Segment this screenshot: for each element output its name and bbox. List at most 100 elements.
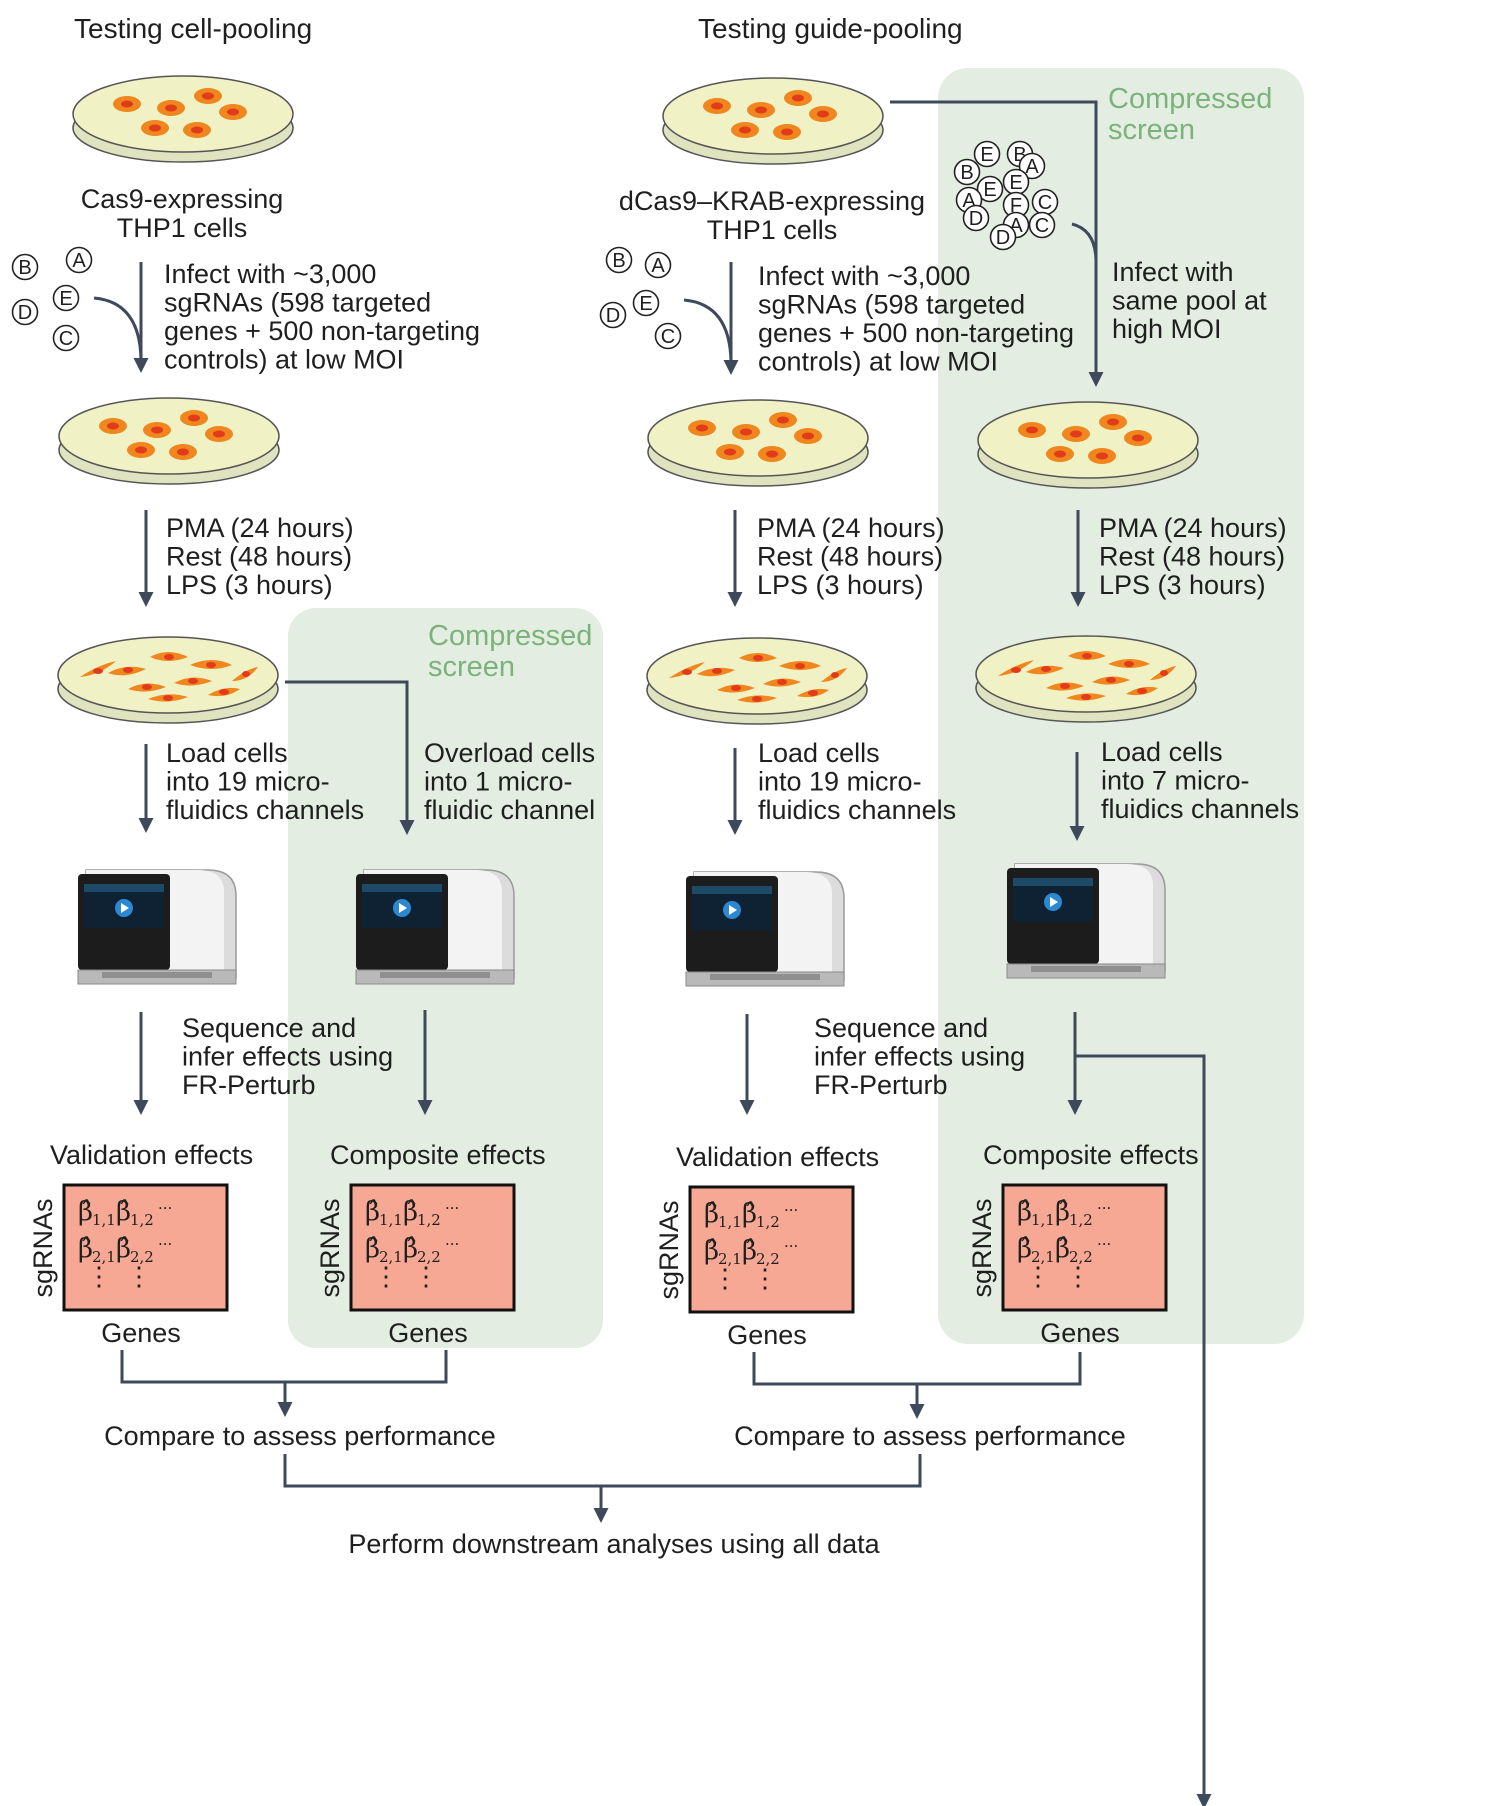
- guide-circle-pool-c: C: [1028, 211, 1056, 239]
- matrix-ylabel-sgrnas: sgRNAs: [28, 1198, 58, 1297]
- guide-circle-pool-e: E: [973, 140, 1001, 168]
- svg-text:B: B: [960, 162, 973, 184]
- validation-effects-title-right: Validation effects: [676, 1142, 879, 1172]
- beta-coefficient: β̂: [1055, 1197, 1070, 1227]
- header-guide-pooling: Testing guide-pooling: [698, 13, 963, 44]
- sequencer-instrument-1: [77, 869, 237, 985]
- header-cell-pooling: Testing cell-pooling: [74, 13, 312, 44]
- svg-text:B: B: [612, 250, 625, 272]
- guide-circle-left-d: D: [11, 298, 39, 326]
- beta-coefficient: β̂: [78, 1234, 93, 1264]
- svg-text:E: E: [59, 288, 72, 310]
- beta-coefficient: β̂: [1017, 1197, 1032, 1227]
- sequencer-instrument-2: [355, 869, 515, 985]
- guide-circle-pool-b: B: [953, 158, 981, 186]
- svg-text:C: C: [1038, 192, 1052, 214]
- svg-text:D: D: [606, 305, 620, 327]
- matrix-vdots: ⋮: [126, 1262, 152, 1292]
- beta-subscript: 1,1: [92, 1211, 116, 1229]
- svg-text:E: E: [639, 293, 652, 315]
- beta-subscript: 2,1: [379, 1248, 403, 1266]
- matrix-ellipsis: ···: [1097, 1199, 1111, 1217]
- beta-coefficient: β̂: [403, 1234, 418, 1264]
- beta-coefficient: β̂: [704, 1199, 719, 1229]
- arrow-infect-high: [890, 100, 1104, 387]
- beta-subscript: 1,2: [130, 1211, 154, 1229]
- beta-subscript: 1,2: [417, 1211, 441, 1229]
- petri-dish-infected-mid: [647, 399, 869, 487]
- petri-dish-cas9: [72, 75, 294, 163]
- beta-coefficient: β̂: [1017, 1234, 1032, 1264]
- beta-subscript: 2,1: [1031, 1248, 1055, 1266]
- matrix-ellipsis: ···: [445, 1235, 459, 1253]
- beta-coefficient: β̂: [116, 1197, 131, 1227]
- matrix-ellipsis: ···: [1097, 1235, 1111, 1253]
- matrix-vdots: ⋮: [413, 1262, 439, 1292]
- beta-subscript: 1,2: [1069, 1211, 1093, 1229]
- treatment-text-mid: PMA (24 hours)Rest (48 hours)LPS (3 hour…: [757, 513, 945, 600]
- compare-text-right: Compare to assess performance: [734, 1421, 1126, 1451]
- guide-circle-right-e: E: [632, 289, 660, 317]
- beta-subscript: 1,1: [379, 1211, 403, 1229]
- validation-effects-title-left: Validation effects: [50, 1140, 253, 1170]
- sequencer-instrument-3: [685, 871, 845, 987]
- matrix-xlabel-genes: Genes: [1040, 1318, 1120, 1348]
- beta-subscript: 2,1: [92, 1248, 116, 1266]
- svg-text:E: E: [1009, 172, 1022, 194]
- beta-coefficient: β̂: [1055, 1234, 1070, 1264]
- beta-coefficient: β̂: [403, 1197, 418, 1227]
- svg-text:D: D: [996, 227, 1010, 249]
- composite-effects-title-right: Composite effects: [983, 1140, 1199, 1170]
- treatment-text-right: PMA (24 hours)Rest (48 hours)LPS (3 hour…: [1099, 513, 1287, 600]
- matrix-xlabel-genes: Genes: [101, 1318, 181, 1348]
- treatment-text-left: PMA (24 hours)Rest (48 hours)LPS (3 hour…: [166, 513, 354, 600]
- matrix-ylabel-sgrnas: sgRNAs: [654, 1200, 684, 1299]
- curved-arrow-left: [93, 296, 143, 361]
- beta-subscript: 2,2: [417, 1248, 441, 1266]
- beta-coefficient: β̂: [78, 1197, 93, 1227]
- guide-circle-pool-d: D: [989, 223, 1017, 251]
- petri-dish-infected-right: [977, 401, 1199, 489]
- matrix-vdots: ⋮: [1025, 1262, 1051, 1292]
- beta-coefficient: β̂: [742, 1236, 757, 1266]
- guide-circle-right-b: B: [605, 246, 633, 274]
- bracket-downstream: [283, 1454, 922, 1488]
- svg-text:A: A: [72, 250, 86, 272]
- bracket-compare-right: [752, 1352, 1082, 1386]
- guide-circle-pool-d: D: [962, 204, 990, 232]
- guide-circle-pool-c: C: [1031, 188, 1059, 216]
- beta-subscript: 2,2: [130, 1248, 154, 1266]
- matrix-vdots: ⋮: [373, 1262, 399, 1292]
- matrix-ellipsis: ···: [158, 1199, 172, 1217]
- svg-text:A: A: [1025, 156, 1039, 178]
- matrix-ellipsis: ···: [784, 1201, 798, 1219]
- svg-text:E: E: [980, 144, 993, 166]
- guide-circle-left-a: A: [65, 246, 93, 274]
- matrix-xlabel-genes: Genes: [727, 1320, 807, 1350]
- beta-coefficient: β̂: [365, 1197, 380, 1227]
- petri-dish-dcas9: [662, 77, 884, 165]
- guide-circle-left-e: E: [52, 284, 80, 312]
- beta-subscript: 1,2: [756, 1213, 780, 1231]
- guide-circle-pool-a: A: [1018, 152, 1046, 180]
- sequencer-instrument-4: [1006, 863, 1166, 979]
- guide-circle-right-d: D: [599, 301, 627, 329]
- beta-coefficient: β̂: [116, 1234, 131, 1264]
- beta-subscript: 2,2: [1069, 1248, 1093, 1266]
